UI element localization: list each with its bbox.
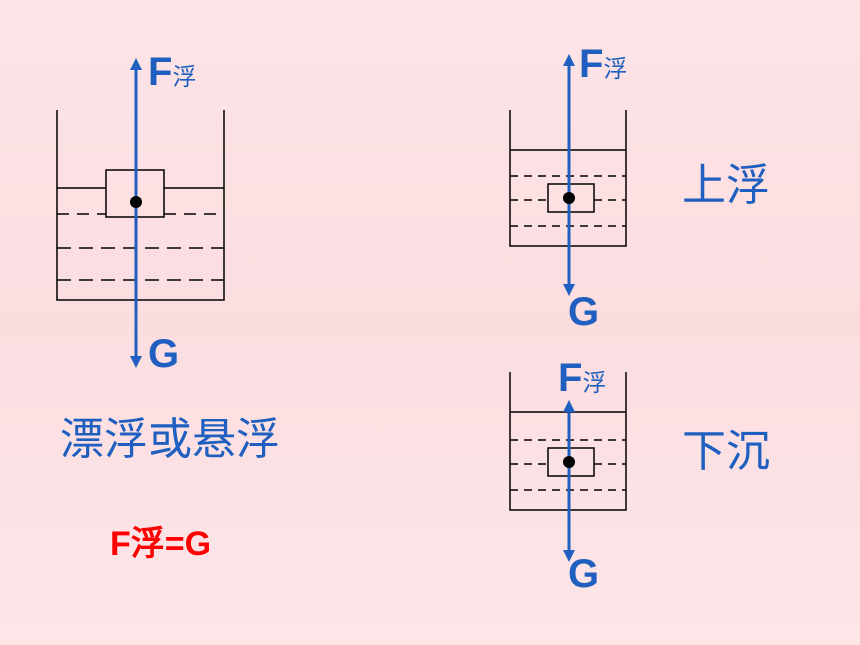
top-right-center-dot [563, 192, 575, 204]
top-right-buoyancy-label: F浮 [579, 42, 628, 86]
left-gravity-label: G [148, 332, 180, 376]
left-caption: 漂浮或悬浮 [60, 414, 280, 465]
bottom-right-gravity-label: G [568, 552, 600, 596]
top-right-gravity-label: G [568, 290, 600, 334]
bottom-right-buoyancy-label: F浮 [558, 356, 607, 400]
bottom-right-caption: 下沉 [682, 426, 770, 477]
top-right-caption: 上浮 [682, 160, 770, 211]
buoyancy-equation: F浮=G [110, 524, 212, 564]
bottom-right-center-dot [563, 456, 575, 468]
left-center-dot [130, 196, 142, 208]
left-buoyancy-label: F浮 [148, 50, 197, 94]
